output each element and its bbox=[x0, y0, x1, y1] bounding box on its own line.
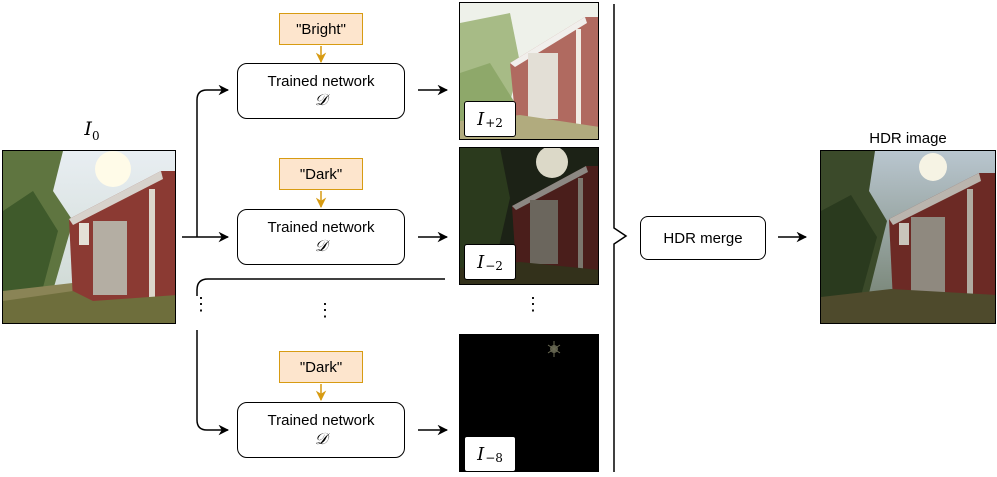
output-subscript: −8 bbox=[485, 451, 503, 465]
hdr-merge-box: HDR merge bbox=[640, 216, 766, 260]
output-tag-minus-2: I−2 bbox=[464, 244, 516, 280]
prompt-bright: "Bright" bbox=[279, 13, 363, 45]
wire-split-lower bbox=[196, 330, 230, 436]
trained-network-1: Trained network 𝒟 bbox=[237, 63, 405, 119]
ellipsis-left: ⋮ bbox=[192, 294, 210, 314]
barn-photo bbox=[3, 151, 175, 323]
input-image bbox=[2, 150, 176, 324]
output-subscript: +2 bbox=[485, 116, 503, 130]
network-symbol: 𝒟 bbox=[314, 429, 328, 448]
output-tag-plus-2: I+2 bbox=[464, 101, 516, 137]
wire-chain-continuation bbox=[196, 278, 445, 296]
network-label: Trained network bbox=[267, 219, 375, 236]
network-label: Trained network bbox=[267, 73, 375, 90]
prompt-dark-1: "Dark" bbox=[279, 158, 363, 190]
input-image-label: I0 bbox=[62, 118, 122, 143]
network-label: Trained network bbox=[267, 412, 375, 429]
trained-network-3: Trained network 𝒟 bbox=[237, 402, 405, 458]
ellipsis-right: ⋮ bbox=[524, 294, 542, 314]
network-symbol: 𝒟 bbox=[314, 90, 328, 109]
wire-split-to-branch-1 bbox=[196, 84, 230, 237]
trained-network-2: Trained network 𝒟 bbox=[237, 209, 405, 265]
output-image-minus-2 bbox=[459, 147, 599, 285]
output-tag-minus-8: I−8 bbox=[464, 436, 516, 472]
input-subscript: 0 bbox=[91, 128, 100, 143]
output-symbol: I bbox=[477, 251, 485, 273]
output-image-minus-8 bbox=[459, 334, 599, 472]
hdr-image bbox=[820, 150, 996, 324]
output-subscript: −2 bbox=[485, 259, 503, 273]
network-symbol: 𝒟 bbox=[314, 236, 328, 255]
dark-barn-photo bbox=[460, 148, 598, 284]
output-symbol: I bbox=[477, 108, 485, 130]
ellipsis-center: ⋮ bbox=[316, 300, 334, 320]
prompt-dark-2: "Dark" bbox=[279, 351, 363, 383]
hdr-image-label: HDR image bbox=[869, 130, 947, 147]
hdr-barn-photo bbox=[821, 151, 995, 323]
input-symbol: I bbox=[84, 118, 92, 140]
collection-brace bbox=[613, 4, 628, 472]
output-symbol: I bbox=[477, 443, 485, 465]
